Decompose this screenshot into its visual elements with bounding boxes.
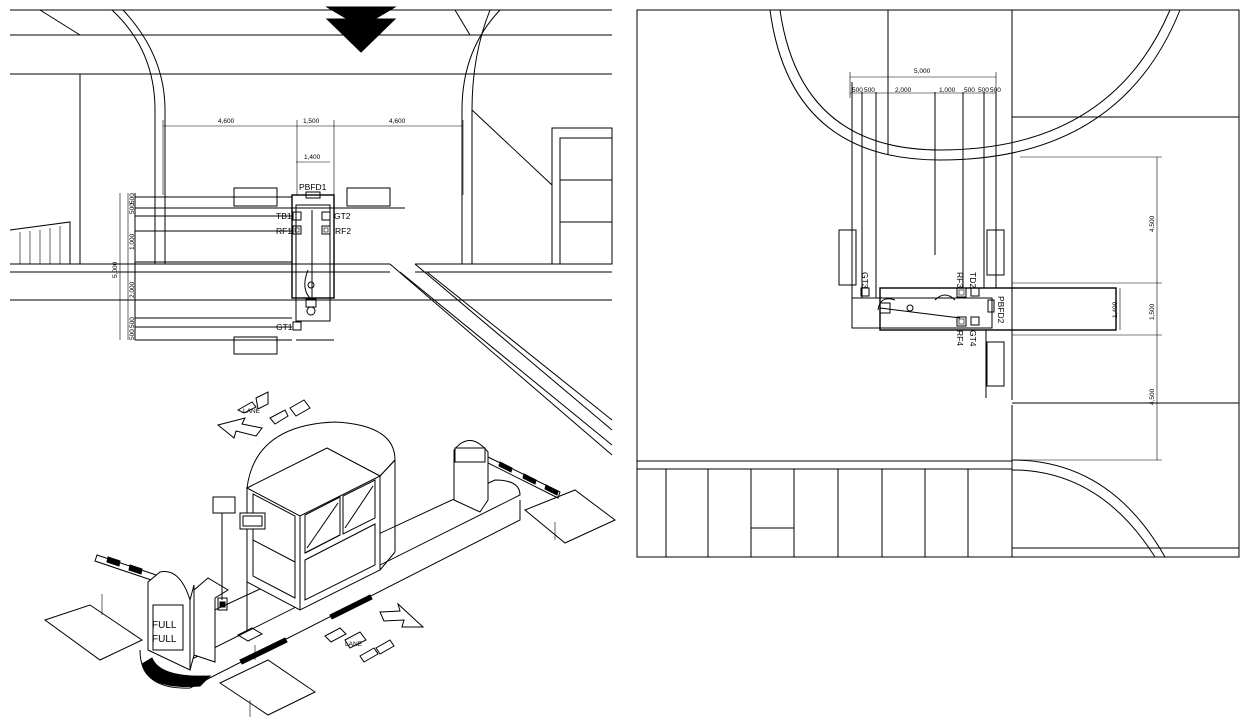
isometric-booth-view: FULL FULL LANE	[43, 391, 616, 717]
road-marking-lower: LANE	[324, 627, 395, 663]
right-loop-2	[986, 229, 1005, 276]
right-plan-view: 5,000 500 500 2,000 1,000 500 500 500 4,…	[636, 9, 1240, 558]
dim-top-2: 1,500	[303, 118, 320, 125]
entry-arrow-icon	[325, 6, 397, 28]
left-plan-view: 4,600 1,500 4,600 1,400 5,000 500 500 1,…	[9, 6, 613, 456]
td2-symbol	[970, 287, 980, 297]
ground-loop-right	[524, 489, 616, 544]
dim-left-2: 500	[129, 193, 136, 204]
ticket-dispenser	[193, 577, 229, 663]
lane-text-upper: LANE	[243, 408, 261, 415]
rf4-symbol	[956, 316, 967, 327]
right-dim-sub-1: 500	[852, 87, 863, 94]
right-dim-side-2: 1,400	[1112, 301, 1119, 318]
right-dim-side-1: 4,500	[1149, 215, 1156, 232]
label-rf2: RF2	[335, 226, 351, 236]
right-barrier-symbol	[879, 302, 891, 314]
label-rf1: RF1	[276, 226, 292, 236]
dim-left-4: 2,000	[129, 281, 136, 298]
sign-full-1: FULL	[152, 620, 177, 631]
label-gt3: GT3	[860, 272, 870, 289]
dim-left-5: 500	[129, 317, 136, 328]
label-gt4: GT4	[968, 330, 978, 347]
dim-top-3: 4,600	[389, 118, 406, 125]
vehicle-loop-1	[233, 187, 278, 207]
camera-box	[212, 496, 236, 514]
dim-left-3: 1,000	[129, 233, 136, 250]
right-dim-side-3: 1,500	[1149, 303, 1156, 320]
right-loop-1	[838, 229, 857, 286]
right-dim-sub-3: 2,000	[895, 87, 912, 94]
right-dim-top: 5,000	[914, 68, 931, 75]
label-rf3: RF3	[955, 272, 965, 288]
label-pbfd2: PBFD2	[996, 296, 1006, 324]
right-dim-side-4: 4,500	[1149, 388, 1156, 405]
dim-left-6: 500	[129, 329, 136, 340]
pbfd2-symbol	[987, 299, 995, 313]
rf1-symbol	[292, 225, 302, 235]
road-arrow-lower	[379, 602, 425, 628]
label-rf4: RF4	[955, 330, 965, 346]
lane-text-lower: LANE	[345, 641, 363, 648]
gt1-symbol	[292, 321, 302, 331]
rf3-symbol	[956, 287, 967, 298]
toll-booth-island	[291, 194, 335, 299]
dim-inner: 1,400	[304, 154, 321, 161]
ground-loop-left-2	[218, 659, 316, 716]
dim-left-total: 5,000	[112, 261, 119, 278]
road-arrow-upper	[216, 417, 263, 439]
island-curb-hatch	[141, 657, 212, 688]
label-pbfd1: PBFD1	[299, 182, 327, 192]
ground-loop-left-1	[43, 604, 144, 661]
gt4-symbol	[970, 316, 980, 326]
right-loop-3	[986, 341, 1005, 387]
gt3-symbol	[860, 287, 870, 297]
road-marking-upper: LANE	[236, 391, 311, 425]
dim-left-1: 500	[129, 203, 136, 214]
right-dim-sub-2: 500	[864, 87, 875, 94]
rf2-symbol	[321, 225, 331, 235]
right-dim-sub-7: 500	[990, 87, 1001, 94]
label-gt1: GT1	[276, 322, 293, 332]
label-tb1: TB1	[276, 211, 292, 221]
gt2-symbol	[321, 211, 331, 221]
vehicle-loop-2	[346, 187, 391, 207]
tb1-symbol	[292, 211, 302, 221]
right-dim-sub-4: 1,000	[939, 87, 956, 94]
display-screen	[239, 512, 266, 530]
right-dim-sub-6: 500	[978, 87, 989, 94]
label-gt2: GT2	[334, 211, 351, 221]
label-td2: TD2	[968, 272, 978, 288]
right-plan-frame	[636, 9, 1240, 558]
pbfd1-symbol	[305, 191, 321, 199]
sign-full-2: FULL	[152, 634, 177, 645]
vehicle-loop-3	[233, 336, 278, 355]
dim-top-1: 4,600	[218, 118, 235, 125]
right-dim-sub-5: 500	[964, 87, 975, 94]
